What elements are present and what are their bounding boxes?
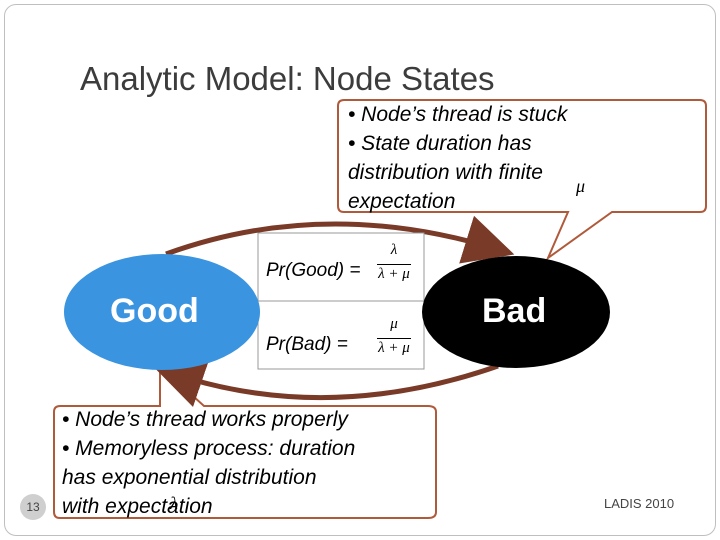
transition-good-to-bad: [165, 215, 515, 264]
transition-bad-to-good: [153, 359, 499, 407]
slide-title: Analytic Model: Node States: [80, 60, 495, 97]
callout-good-box: [53, 363, 437, 519]
callout-bad-line: • State duration has: [348, 132, 532, 155]
mu-glyph: μ: [576, 176, 586, 196]
callout-bad-line: expectation: [348, 190, 456, 213]
callout-bad-line: distribution with finite: [348, 161, 543, 184]
formula-bad-fraction: μ λ + μ: [375, 314, 413, 362]
formula-bad-label: Pr(Bad) =: [266, 334, 348, 355]
callout-bad-text: • Node’s thread is stuck • State duratio…: [348, 100, 567, 216]
formula-good-numerator: λ: [390, 242, 398, 258]
callout-good-line: • Memoryless process: duration: [62, 437, 356, 460]
state-bad-label: Bad: [482, 292, 547, 330]
callout-good-line: has exponential distribution: [62, 466, 317, 489]
callout-good-line: • Node’s thread works properly: [62, 408, 348, 431]
formula-good-fraction: λ λ + μ: [375, 240, 413, 288]
state-good-oval: [64, 254, 260, 370]
formula-good-label: Pr(Good) =: [266, 260, 361, 281]
callout-bad-box: [337, 99, 707, 261]
fraction-bar: [377, 338, 411, 339]
callout-good-text: • Node’s thread works properly • Memoryl…: [62, 405, 355, 521]
formula-bad-numerator: μ: [390, 316, 398, 332]
footer-text: LADIS 2010: [604, 496, 675, 511]
state-good-label: Good: [110, 292, 199, 330]
fraction-bar: [377, 264, 411, 265]
callout-good-line: with expectation: [62, 495, 213, 518]
formula-bad-denominator: λ + μ: [378, 340, 410, 356]
callout-bad-line: • Node’s thread is stuck: [348, 103, 568, 126]
slide-number: 13: [20, 494, 46, 520]
state-bad-oval: [422, 256, 610, 368]
lambda-glyph: λ: [170, 493, 178, 513]
formula-bad-box: [257, 300, 425, 370]
formula-good-denominator: λ + μ: [378, 266, 410, 282]
